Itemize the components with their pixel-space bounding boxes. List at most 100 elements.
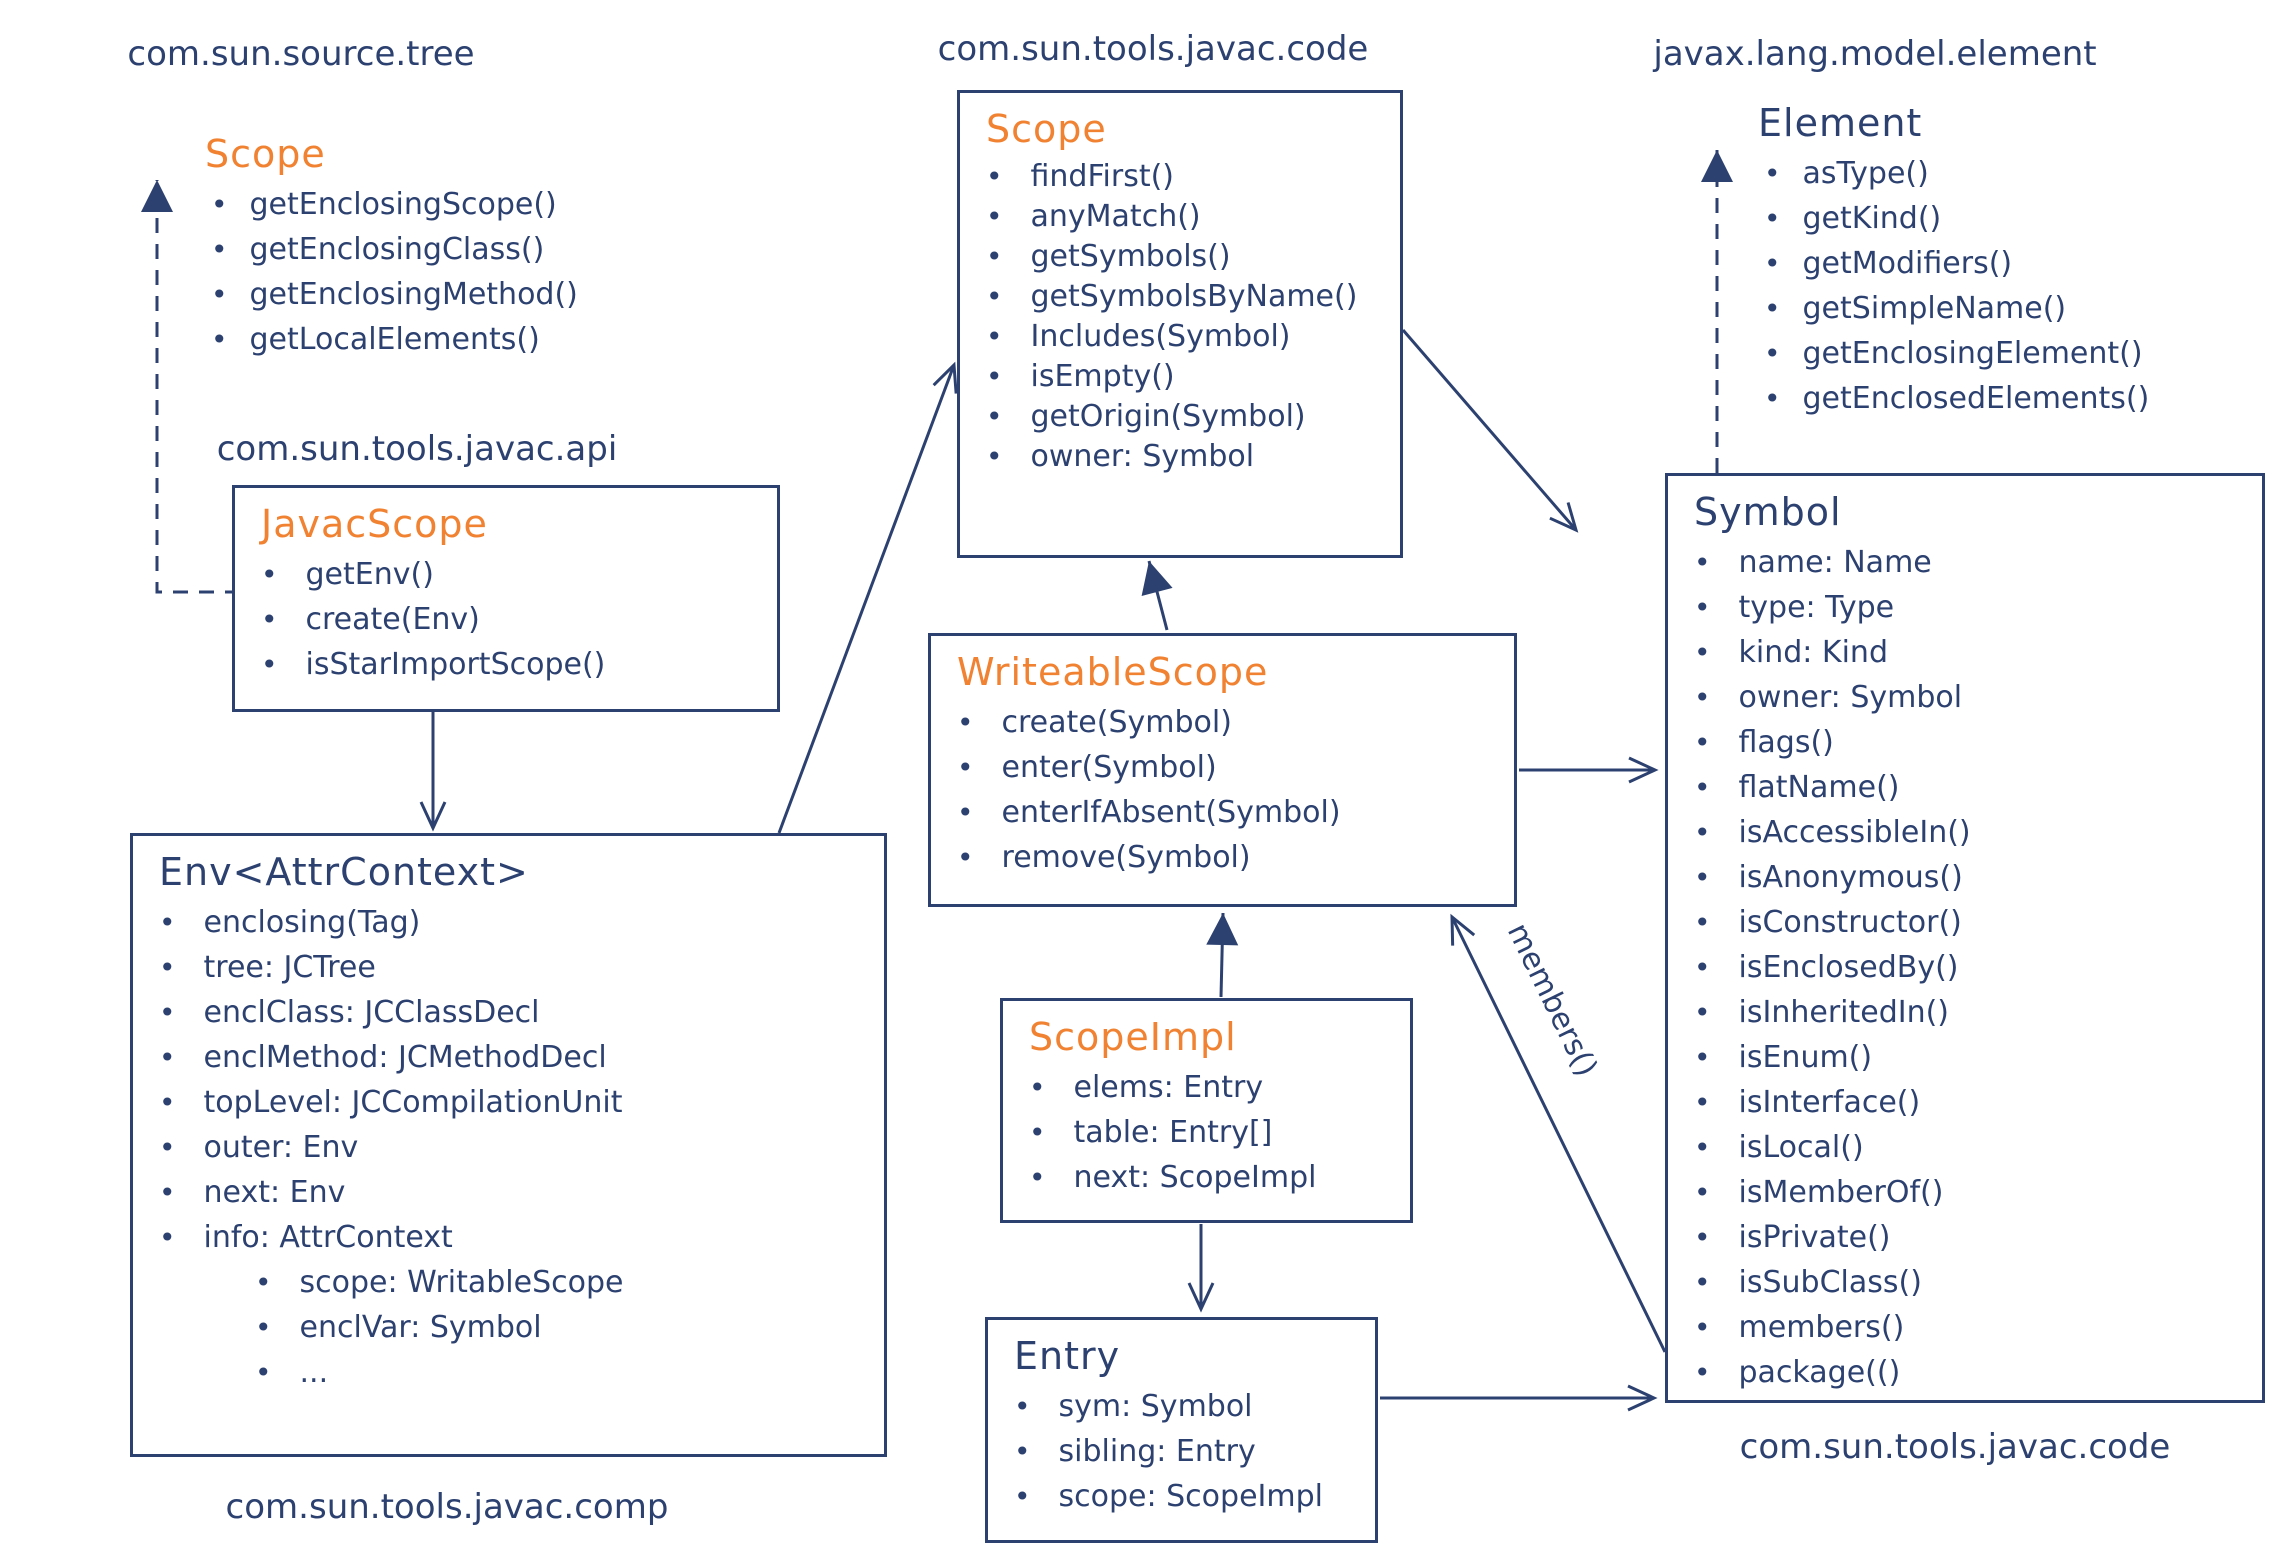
- member-label: isStarImportScope(): [305, 647, 606, 682]
- list-item: • getEnclosedElements(): [1758, 376, 2149, 421]
- list-item: •flatName(): [1694, 765, 2248, 810]
- list-item: •enter(Symbol): [957, 745, 1500, 790]
- member-label: table: Entry[]: [1073, 1115, 1273, 1150]
- package-label-source-tree: com.sun.source.tree: [127, 34, 475, 74]
- bullet-icon: •: [986, 280, 1003, 313]
- member-label: create(Symbol): [1001, 705, 1232, 740]
- edge-writeablescope-to-scope: [1141, 560, 1173, 631]
- member-label: next: ScopeImpl: [1073, 1160, 1317, 1195]
- bullet-icon: •: [1694, 816, 1711, 849]
- member-label: getSymbolsByName(): [1030, 279, 1358, 314]
- bullet-icon: •: [1694, 951, 1711, 984]
- list-item: •kind: Kind: [1694, 630, 2248, 675]
- bullet-icon: •: [986, 160, 1003, 193]
- class-title: Scope: [986, 107, 1107, 151]
- member-label: kind: Kind: [1738, 635, 1888, 670]
- member-label: isEnum(): [1738, 1040, 1873, 1075]
- member-label: isEnclosedBy(): [1738, 950, 1959, 985]
- list-item: •outer: Env: [159, 1125, 870, 1170]
- bullet-icon: •: [1764, 382, 1781, 415]
- list-item: • getSymbolsByName(): [986, 277, 1386, 317]
- bullet-icon: •: [1694, 1311, 1711, 1344]
- member-list: •name: Name•type: Type•kind: Kind•owner:…: [1694, 540, 2248, 1395]
- bullet-icon: •: [1764, 337, 1781, 370]
- bullet-icon: •: [957, 796, 974, 829]
- class-title: Scope: [205, 132, 326, 176]
- member-label: package((): [1738, 1355, 1901, 1390]
- member-list: •sym: Symbol•sibling: Entry•scope: Scope…: [1014, 1384, 1361, 1519]
- class-title: Symbol: [1694, 490, 1842, 534]
- list-item: •anyMatch(): [986, 197, 1386, 237]
- member-label: type: Type: [1738, 590, 1895, 625]
- member-label: scope: ScopeImpl: [1058, 1479, 1323, 1514]
- class-title: Entry: [1014, 1334, 1121, 1378]
- package-label-model-element: javax.lang.model.element: [1653, 34, 2097, 74]
- member-label: isAnonymous(): [1738, 860, 1963, 895]
- bullet-icon: •: [1694, 1041, 1711, 1074]
- member-label: getLocalElements(): [249, 322, 540, 357]
- bullet-icon: •: [1694, 1131, 1711, 1164]
- package-label-javac-code-bottom: com.sun.tools.javac.code: [1739, 1427, 2171, 1467]
- list-item: •Includes(Symbol): [986, 317, 1386, 357]
- member-label: getModifiers(): [1802, 246, 2013, 281]
- list-item: • isAnonymous(): [1694, 855, 2248, 900]
- list-item: •getEnclosingClass(): [205, 227, 578, 272]
- member-label: getEnclosingMethod(): [249, 277, 578, 312]
- class-entry: Entry •sym: Symbol•sibling: Entry•scope:…: [985, 1317, 1378, 1543]
- bullet-icon: •: [1694, 1356, 1711, 1389]
- list-item: • name: Name: [1694, 540, 2248, 585]
- list-item: •table: Entry[]: [1029, 1110, 1396, 1155]
- member-label: getSimpleName(): [1802, 291, 2067, 326]
- member-list: •asType()•getKind()•getModifiers()•getSi…: [1758, 151, 2149, 421]
- list-item: •asType(): [1758, 151, 2149, 196]
- list-item: •getEnv(): [261, 552, 763, 597]
- member-label: findFirst(): [1030, 159, 1175, 194]
- bullet-icon: •: [1694, 1086, 1711, 1119]
- class-env-attrcontext: Env<AttrContext> •enclosing(Tag)•tree: J…: [130, 833, 887, 1457]
- member-label: topLevel: JCCompilationUnit: [203, 1085, 623, 1120]
- bullet-icon: •: [1694, 591, 1711, 624]
- list-item: •...: [255, 1350, 870, 1395]
- package-label-javac-comp: com.sun.tools.javac.comp: [225, 1487, 669, 1527]
- list-item: •isSubClass(): [1694, 1260, 2248, 1305]
- member-label: remove(Symbol): [1001, 840, 1251, 875]
- list-item: •enclClass: JCClassDecl: [159, 990, 870, 1035]
- bullet-icon: •: [255, 1311, 272, 1344]
- class-title: Env<AttrContext>: [159, 850, 529, 894]
- list-item: •isEmpty(): [986, 357, 1386, 397]
- bullet-icon: •: [211, 278, 228, 311]
- list-item: •owner: Symbol: [1694, 675, 2248, 720]
- list-item: •create(Symbol): [957, 700, 1500, 745]
- member-label: name: Name: [1738, 545, 1932, 580]
- class-title: WriteableScope: [957, 650, 1269, 694]
- bullet-icon: •: [1694, 726, 1711, 759]
- bullet-icon: •: [986, 320, 1003, 353]
- member-label: isSubClass(): [1738, 1265, 1922, 1300]
- list-item: •elems: Entry: [1029, 1065, 1396, 1110]
- member-list: •getEnv()•create(Env)•isStarImportScope(…: [261, 552, 763, 687]
- bullet-icon: •: [1694, 861, 1711, 894]
- edge-scopeimpl-to-writeablescope: [1206, 912, 1239, 998]
- list-item: •enterIfAbsent(Symbol): [957, 790, 1500, 835]
- member-label: getEnclosedElements(): [1802, 381, 2150, 416]
- member-list: •getEnclosingScope()•getEnclosingClass()…: [205, 182, 578, 362]
- bullet-icon: •: [1694, 906, 1711, 939]
- edge-scope-to-symbol: [1401, 329, 1579, 533]
- class-scopeimpl: ScopeImpl •elems: Entry•table: Entry[]•n…: [1000, 998, 1413, 1223]
- list-item: •isInheritedIn(): [1694, 990, 2248, 1035]
- bullet-icon: •: [1764, 247, 1781, 280]
- bullet-icon: •: [1694, 1176, 1711, 1209]
- member-label: isInterface(): [1738, 1085, 1921, 1120]
- member-label: isLocal(): [1738, 1130, 1864, 1165]
- bullet-icon: •: [255, 1266, 272, 1299]
- bullet-icon: •: [1694, 546, 1711, 579]
- list-item: •flags(): [1694, 720, 2248, 765]
- list-item: •members(): [1694, 1305, 2248, 1350]
- bullet-icon: •: [1764, 157, 1781, 190]
- member-label: elems: Entry: [1073, 1070, 1264, 1105]
- bullet-icon: •: [261, 603, 278, 636]
- list-item: •getEnclosingElement(): [1758, 331, 2149, 376]
- list-item: •isMemberOf(): [1694, 1170, 2248, 1215]
- list-item: •getLocalElements(): [205, 317, 578, 362]
